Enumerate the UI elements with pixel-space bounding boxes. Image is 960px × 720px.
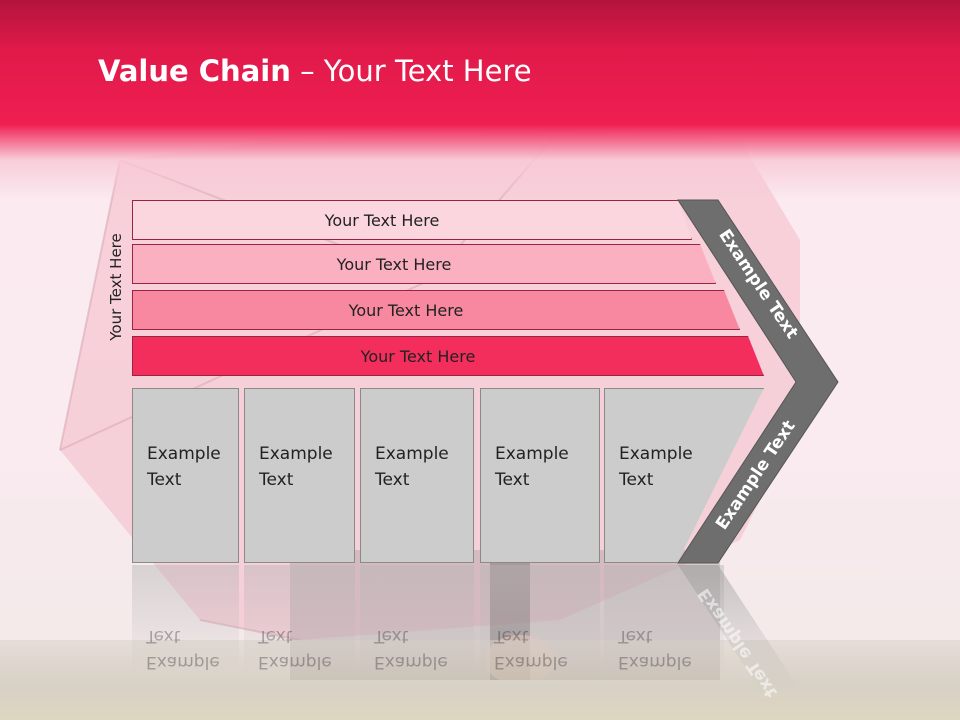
chevron-upper-text: Example Text <box>714 226 802 343</box>
activity-box-1: Example Text <box>132 388 239 563</box>
support-bar-4: Your Text Here <box>132 336 764 376</box>
support-bar-2: Your Text Here <box>132 244 716 284</box>
title-bold: Value Chain <box>98 54 291 88</box>
activity-box-4: Example Text <box>480 388 600 563</box>
activity-box-3: Example Text <box>360 388 474 563</box>
support-bar-3: Your Text Here <box>132 290 740 330</box>
box-line1: Example <box>375 444 449 464</box>
bar-label: Your Text Here <box>324 210 440 230</box>
box-line2: Text <box>495 470 530 490</box>
bar-label: Your Text Here <box>336 254 452 274</box>
bar-label: Your Text Here <box>348 300 464 320</box>
box-line2: Text <box>259 470 294 490</box>
support-bar-1: Your Text Here <box>132 200 692 240</box>
box-line1: Example <box>495 444 569 464</box>
box-line2: Text <box>147 470 182 490</box>
chevron-lower-text: Example Text <box>712 417 800 534</box>
field-background <box>0 640 960 720</box>
box-line2: Text <box>619 470 654 490</box>
box-line2: Text <box>375 470 410 490</box>
title-rest: – Your Text Here <box>290 54 532 88</box>
box-line1: Example <box>259 444 333 464</box>
box-line1: Example <box>147 444 221 464</box>
slide-title: Value Chain – Your Text Here <box>98 54 532 88</box>
activity-box-2: Example Text <box>244 388 355 563</box>
bar-label: Your Text Here <box>360 346 476 366</box>
margin-chevron <box>677 199 839 564</box>
margin-chevron-reflection <box>678 565 800 690</box>
header-band <box>0 0 960 200</box>
box-line1: Example <box>619 444 693 464</box>
